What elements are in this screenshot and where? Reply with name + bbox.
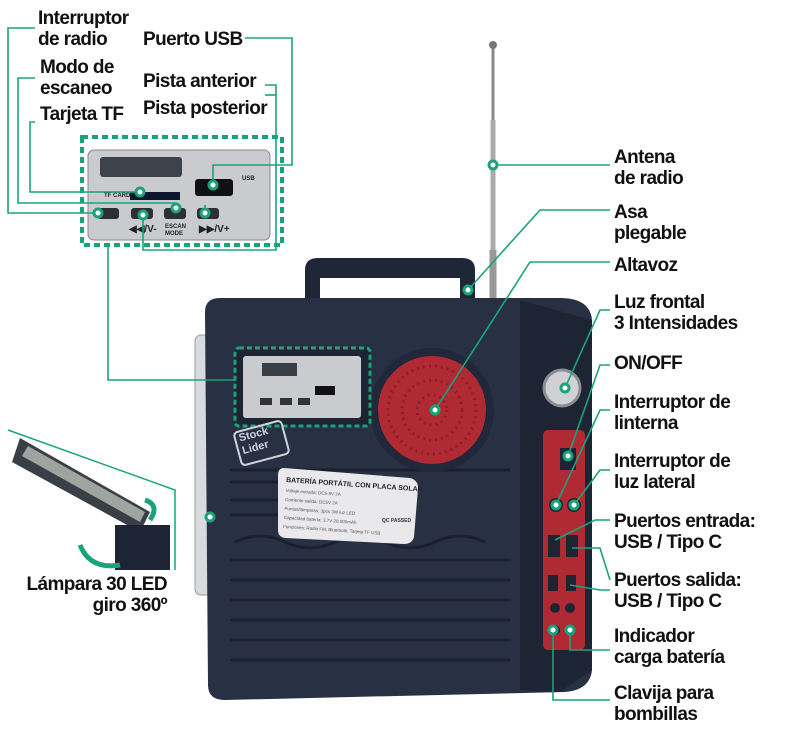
panel-inset: TF CARD USB ◀◀/V- ESCAN MODE ▶▶/V+ bbox=[80, 135, 284, 247]
handle bbox=[305, 258, 475, 300]
callout-input-ports: Puertos entrada:USB / Tipo C bbox=[614, 511, 756, 553]
callout-tf-card: Tarjeta TF bbox=[40, 104, 124, 125]
usb-text: USB bbox=[242, 176, 255, 182]
next-text: ▶▶/V+ bbox=[198, 224, 230, 235]
product-label: BATERÍA PORTÁTIL CON PLACA SOLAR bbox=[278, 468, 423, 544]
callout-speaker: Altavoz bbox=[614, 255, 678, 276]
tf-card-text: TF CARD bbox=[104, 193, 131, 199]
leader-lines bbox=[7, 27, 611, 701]
callout-output-ports: Puertos salida:USB / Tipo C bbox=[614, 570, 742, 612]
qc-passed: QC PASSED bbox=[382, 518, 412, 524]
leader-dots bbox=[92, 159, 580, 636]
scan-text-1: ESCAN bbox=[165, 224, 186, 230]
callout-on-off: ON/OFF bbox=[614, 353, 683, 374]
body-ribs bbox=[230, 468, 510, 662]
lamp-inset bbox=[7, 429, 176, 570]
callout-usb-port: Puerto USB bbox=[143, 29, 243, 50]
control-strip bbox=[543, 430, 585, 650]
scan-text-2: MODE bbox=[165, 231, 183, 237]
